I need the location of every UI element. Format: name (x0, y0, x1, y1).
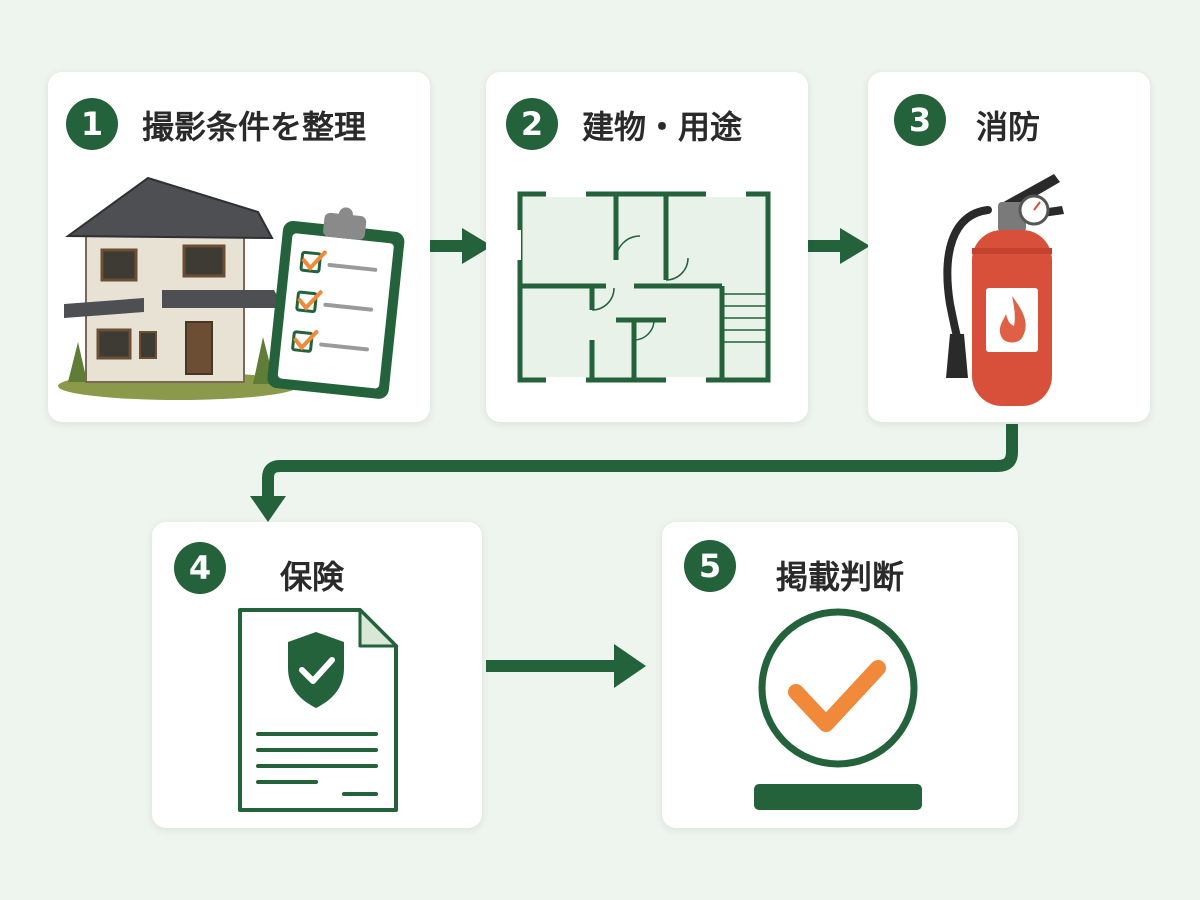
step-title: 掲載判断 (776, 558, 905, 596)
step-title: 消防 (976, 108, 1041, 146)
step-title: 建物・用途 (582, 108, 743, 146)
arrow-head-4-5 (614, 644, 646, 688)
fire-extinguisher-icon (943, 174, 1064, 406)
arrow-step3-to-step4 (262, 424, 1018, 500)
step-title: 撮影条件を整理 (142, 108, 367, 146)
arrow-head-1-2 (462, 228, 492, 264)
arrow-head-2-3 (840, 228, 870, 264)
step-number-badge: 5 (684, 540, 736, 592)
step-card-1: 1 撮影条件を整理 (48, 72, 430, 422)
step-card-2: 2 建物・用途 (486, 72, 808, 422)
step-number-badge: 3 (894, 94, 946, 146)
arrow-head-3-4 (250, 496, 286, 522)
house-and-checklist-icon (58, 176, 405, 400)
step-title: 保険 (280, 558, 345, 596)
step-number-badge: 1 (66, 98, 118, 150)
step-card-5: 5 掲載判断 (662, 522, 1018, 828)
floor-plan-icon (516, 191, 771, 383)
insurance-document-icon (238, 608, 398, 812)
step-number-badge: 2 (506, 98, 558, 150)
step-card-3: 3 消防 (868, 72, 1150, 422)
approval-check-icon (754, 608, 922, 810)
step-card-4: 4 保険 (152, 522, 482, 828)
step-number-badge: 4 (174, 542, 226, 594)
